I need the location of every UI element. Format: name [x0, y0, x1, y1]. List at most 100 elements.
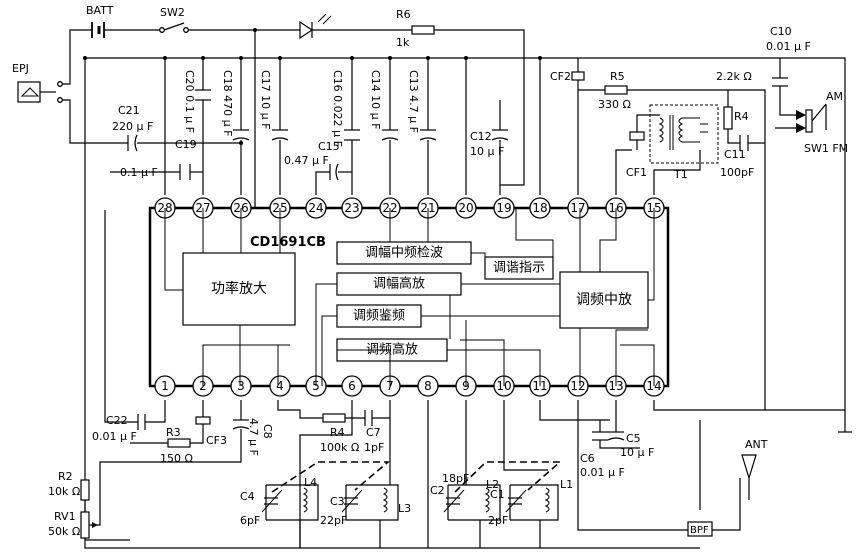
label-c2: C2 [430, 484, 445, 497]
label-c4: C4 [240, 490, 255, 503]
bottom-pin-label-8: 8 [424, 379, 432, 393]
label-l3: L3 [398, 502, 411, 515]
epj-jack [17, 80, 243, 152]
label-c13: C13 4.7 μ F [407, 70, 420, 133]
label-r2: R2 [58, 470, 73, 483]
label-c21: C21 [118, 104, 140, 117]
bottom-pin-label-12: 12 [570, 379, 585, 393]
bottom-pin-label-3: 3 [237, 379, 245, 393]
top-pin-label-24: 24 [308, 201, 323, 215]
label-cf2: CF2 [550, 70, 571, 83]
label-r6-val: 1k [396, 36, 410, 49]
labels: BATT SW2 R6 1k EPJ C21 220 μ F C19 0.1 μ… [12, 4, 848, 538]
label-c12: C12 [470, 130, 492, 143]
label-epj: EPJ [12, 62, 29, 75]
label-c11: C11 [724, 148, 746, 161]
label-batt: BATT [86, 4, 114, 17]
label-c14: C14 10 μ F [369, 70, 382, 130]
block-am-rf: 调幅高放 [373, 276, 425, 292]
label-r6: R6 [396, 8, 411, 21]
top-pin-label-20: 20 [458, 201, 473, 215]
label-r4: R4 [330, 426, 345, 439]
label-c3: C3 [330, 495, 345, 508]
bottom-pin-label-1: 1 [161, 379, 169, 393]
top-pin-19 [493, 197, 515, 219]
top-pin-label-18: 18 [532, 201, 547, 215]
chip-name: CD1691CB [250, 235, 326, 250]
label-r4-top: R4 [734, 110, 749, 123]
label-am: AM [826, 90, 843, 103]
label-c5-val: 10 μ F [620, 446, 654, 459]
label-rv1: RV1 [54, 510, 76, 523]
label-ant: ANT [745, 438, 768, 451]
label-c1-val: 2pF [488, 514, 508, 527]
label-l2: L2 [486, 478, 499, 491]
label-c15-val: 0.47 μ F [284, 154, 329, 167]
label-c10-val: 0.01 μ F [766, 40, 811, 53]
label-l4: L4 [304, 476, 317, 489]
label-c18: C18 470 μ F [221, 70, 234, 137]
label-cf1: CF1 [626, 166, 647, 179]
label-r3: R3 [166, 426, 181, 439]
top-pin-label-19: 19 [496, 201, 511, 215]
label-c12-val: 10 μ F [470, 145, 504, 158]
top-pin-24 [305, 197, 327, 219]
bottom-pin-label-6: 6 [348, 379, 356, 393]
top-pin-20 [455, 197, 477, 219]
label-c1: C1 [490, 488, 505, 501]
top-pin-23 [341, 197, 363, 219]
label-c6-val: 0.01 μ F [580, 466, 625, 479]
label-r22k: 2.2k Ω [716, 70, 752, 83]
label-c7: C7 [366, 426, 381, 439]
label-c8-val: 4.7 μ F [247, 418, 260, 456]
label-c8: C8 [261, 424, 274, 439]
label-r4-val: 100k Ω [320, 441, 359, 454]
label-c22-val: 0.01 μ F [92, 430, 137, 443]
label-c19-val: 0.1 μ F [120, 166, 158, 179]
block-tuning-ind: 调谐指示 [493, 261, 545, 276]
upper-right-network [571, 58, 827, 410]
label-c5: C5 [626, 432, 641, 445]
label-c21-val: 220 μ F [112, 120, 153, 133]
label-r5: R5 [610, 70, 625, 83]
top-pin-18 [529, 197, 551, 219]
label-c15: C15 [318, 140, 340, 153]
label-l1: L1 [560, 478, 573, 491]
top-pin-17 [567, 197, 589, 219]
label-c10: C10 [770, 25, 792, 38]
block-fm-if: 调频中放 [576, 292, 632, 308]
label-c16: C16 0.022 μ F [331, 70, 344, 147]
top-pin-wires [110, 58, 541, 195]
label-c4-val: 6pF [240, 514, 260, 527]
label-c19: C19 [175, 138, 197, 151]
label-cf3: CF3 [206, 434, 227, 447]
bottom-pin-4 [269, 375, 291, 397]
label-c11-val: 100pF [720, 166, 754, 179]
label-c2-top: 18pF [442, 472, 469, 485]
bottom-pin-label-4: 4 [276, 379, 284, 393]
bottom-pin-1 [154, 375, 176, 397]
top-pin-label-23: 23 [344, 201, 359, 215]
bottom-wires [80, 57, 852, 549]
label-c20: C20 0.1 μ F [183, 70, 196, 133]
label-c3-val: 22pF [320, 514, 347, 527]
bottom-pin-8 [417, 375, 439, 397]
label-r3-val: 150 Ω [160, 452, 193, 465]
block-power-amp: 功率放大 [211, 280, 267, 297]
bottom-pin-6 [341, 375, 363, 397]
top-pin-label-17: 17 [570, 201, 585, 215]
label-rv1-val: 50k Ω [48, 525, 80, 538]
block-am-if-det: 调幅中频检波 [365, 246, 443, 261]
label-r2-val: 10k Ω [48, 485, 80, 498]
label-c7-val: 1pF [364, 441, 384, 454]
label-c6: C6 [580, 452, 595, 465]
internal-blocks: 功率放大 调幅中频检波 调谐指示 调幅高放 调频中放 调频鉴频 调频高放 [164, 208, 655, 386]
label-t1: T1 [673, 168, 688, 181]
label-sw2: SW2 [160, 6, 185, 19]
label-bpf: BPF [690, 525, 709, 536]
label-sw1: SW1 FM [804, 142, 848, 155]
bottom-pin-3 [230, 375, 252, 397]
